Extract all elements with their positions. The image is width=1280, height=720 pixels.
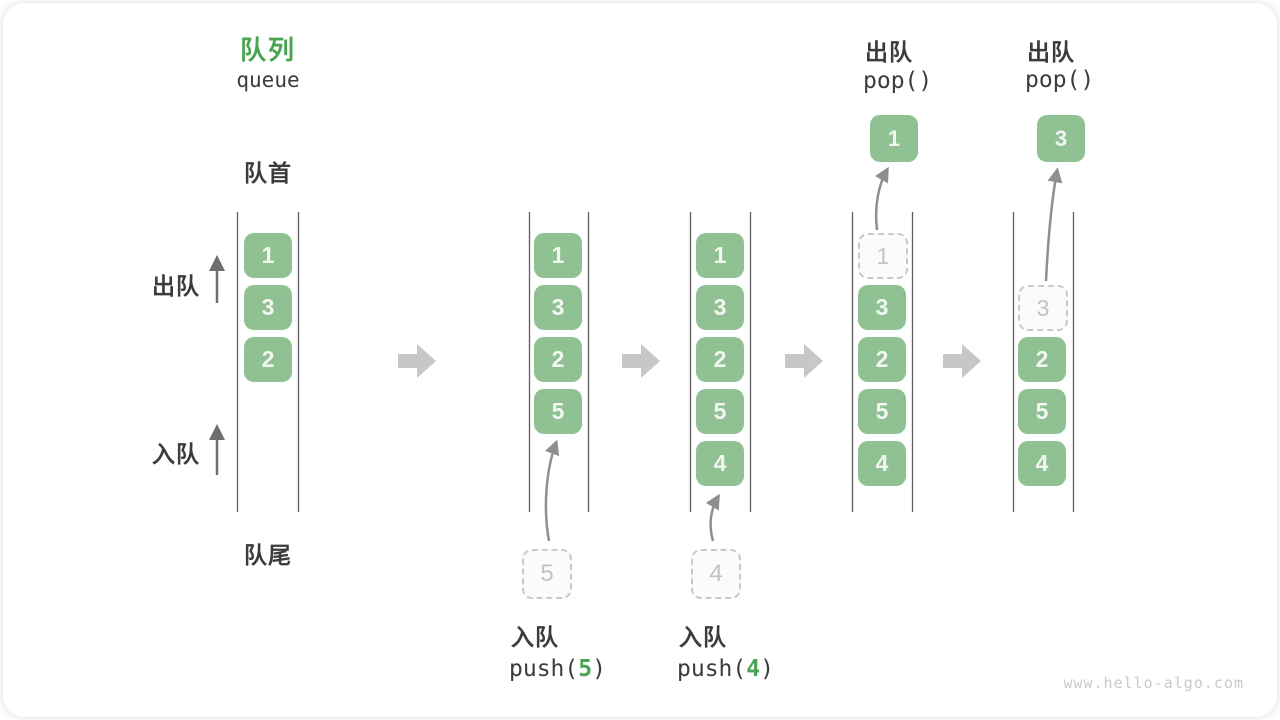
push4-op-code: push(4) <box>677 656 774 682</box>
removed-element-ghost: 1 <box>858 233 908 279</box>
queue-cell: 5 <box>858 389 906 434</box>
pop3-op-code: pop() <box>1025 67 1095 93</box>
push4-close: ) <box>760 656 774 682</box>
push5-close: ) <box>592 656 606 682</box>
queue-cell: 4 <box>1018 441 1066 486</box>
queue-cell: 5 <box>1018 389 1066 434</box>
queue-front-label: 队首 <box>244 160 292 186</box>
push5-op-label: 入队 <box>511 624 559 650</box>
popped-element: 3 <box>1037 115 1085 162</box>
push5-op-code: push(5) <box>509 656 606 682</box>
queue-cell: 3 <box>696 285 744 330</box>
popped-element: 1 <box>870 115 918 162</box>
queue-cell: 2 <box>1018 337 1066 382</box>
push4-fn: push( <box>677 656 747 682</box>
queue-cell: 3 <box>534 285 582 330</box>
queue-cell: 2 <box>696 337 744 382</box>
push5-fn: push( <box>509 656 579 682</box>
pop1-op-code: pop() <box>863 68 933 94</box>
queue-cell: 2 <box>534 337 582 382</box>
push4-arg: 4 <box>746 656 761 682</box>
queue-rear-label: 队尾 <box>244 542 292 568</box>
queue-cell: 1 <box>244 233 292 278</box>
enqueue-side-label: 入队 <box>152 441 200 467</box>
queue-cell: 2 <box>244 337 292 382</box>
queue-cell: 1 <box>534 233 582 278</box>
push5-arg: 5 <box>578 656 593 682</box>
diagram-title-en: queue <box>236 68 300 92</box>
queue-cell: 5 <box>534 389 582 434</box>
queue-cell: 1 <box>696 233 744 278</box>
incoming-element-ghost: 5 <box>522 549 572 599</box>
push4-op-label: 入队 <box>679 624 727 650</box>
queue-cell: 2 <box>858 337 906 382</box>
queue-cell: 3 <box>858 285 906 330</box>
queue-cell: 4 <box>696 441 744 486</box>
queue-cell: 4 <box>858 441 906 486</box>
watermark: www.hello-algo.com <box>1063 674 1244 692</box>
incoming-element-ghost: 4 <box>691 549 741 599</box>
queue-cell: 3 <box>244 285 292 330</box>
pop1-op-label: 出队 <box>865 39 913 65</box>
pop3-op-label: 出队 <box>1027 39 1075 65</box>
diagram-title-zh: 队列 <box>239 35 297 65</box>
removed-element-ghost: 3 <box>1018 285 1068 331</box>
dequeue-side-label: 出队 <box>152 273 200 299</box>
queue-cell: 5 <box>696 389 744 434</box>
